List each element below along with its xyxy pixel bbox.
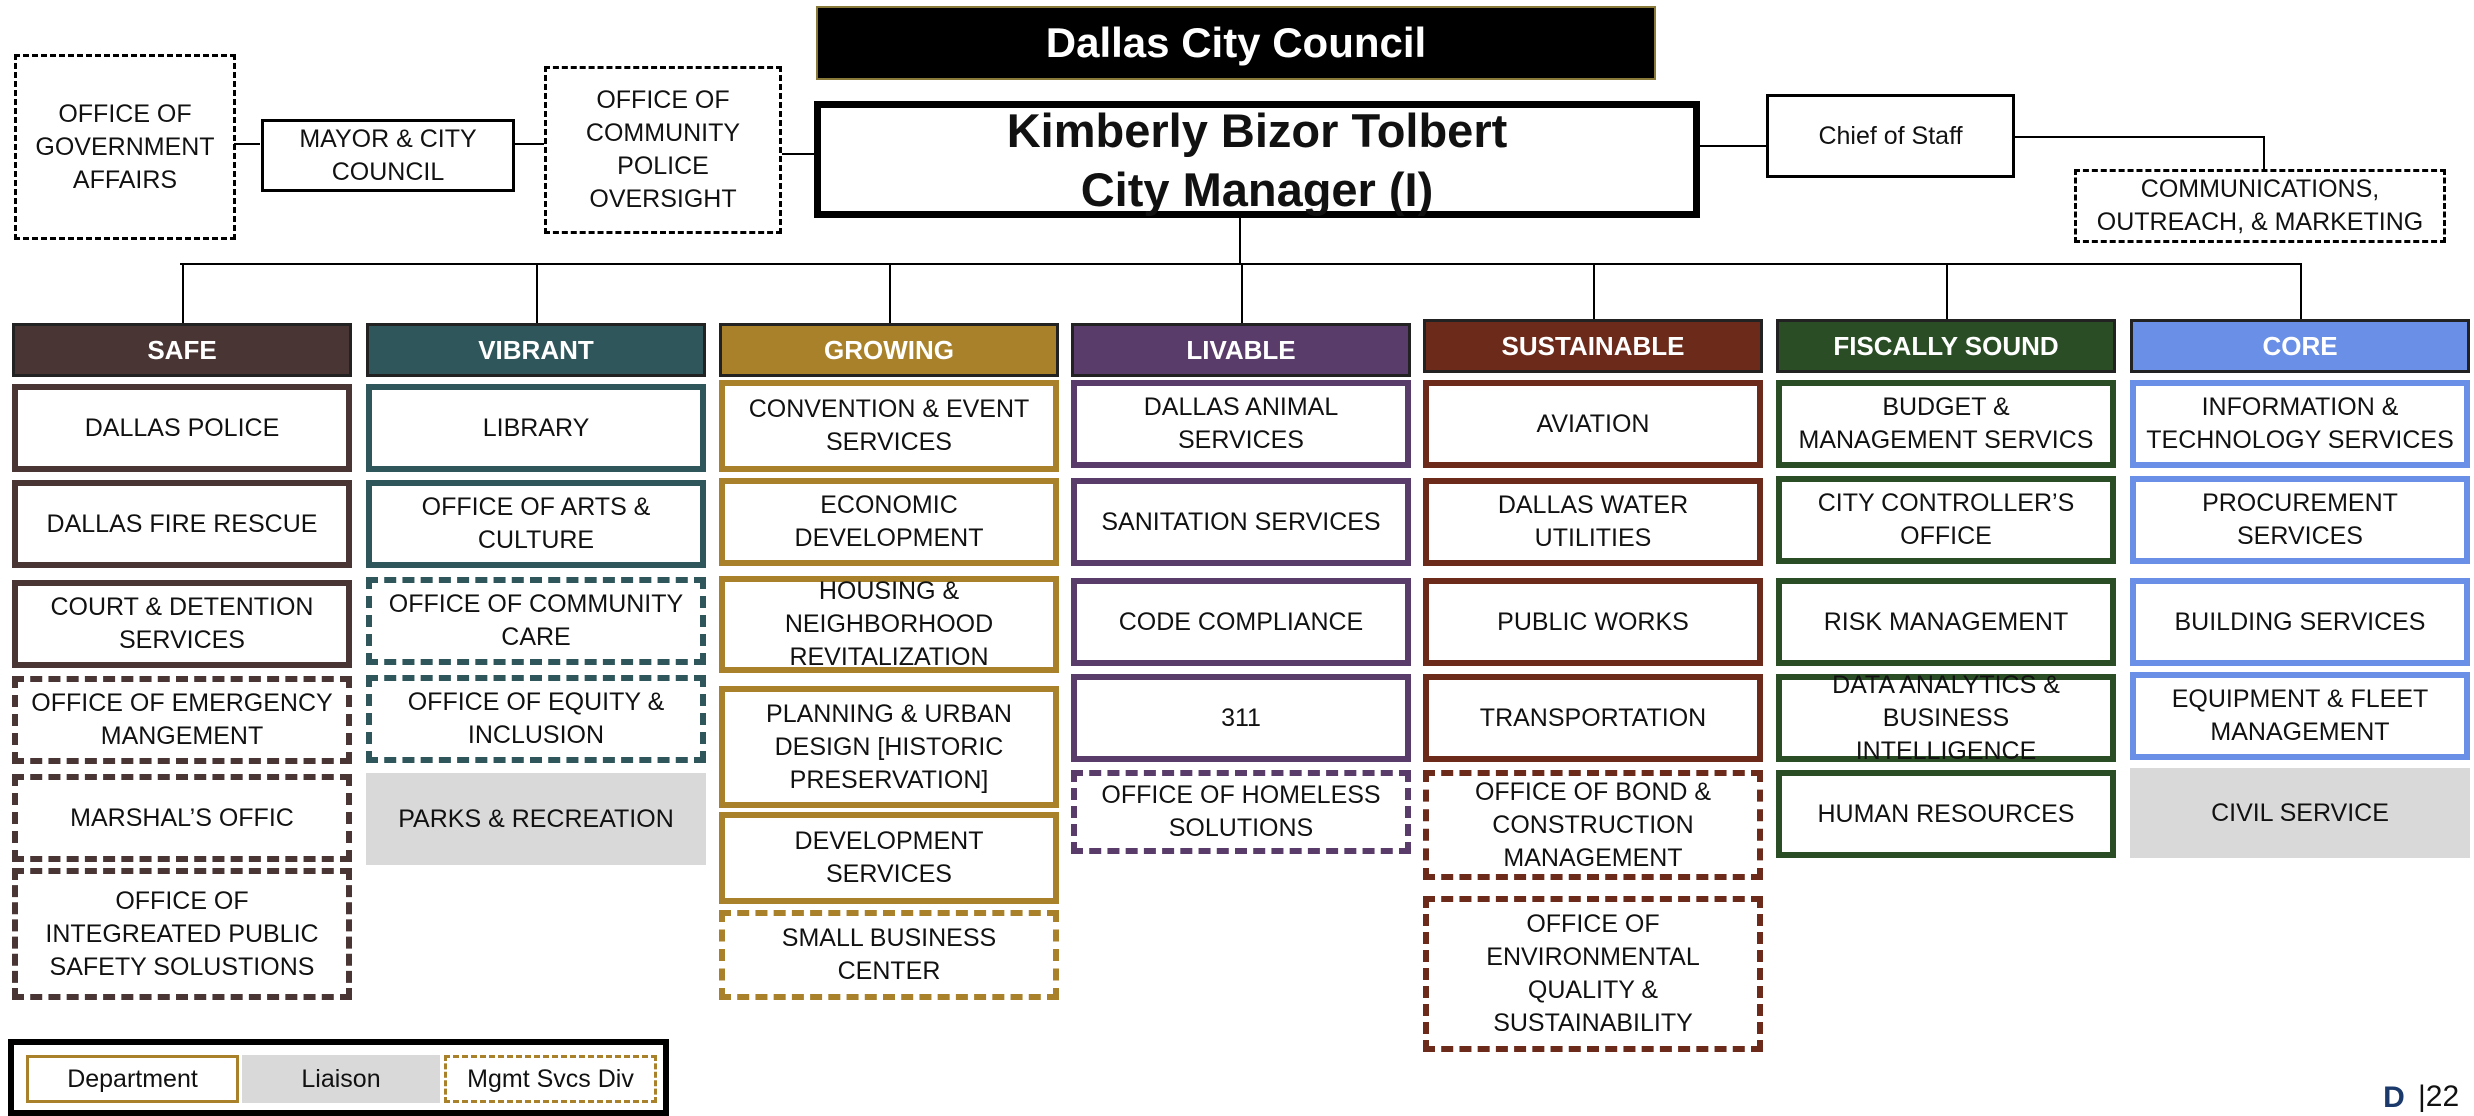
- org-unit-box: MARSHAL’S OFFIC: [12, 774, 352, 862]
- org-unit-box: HOUSING & NEIGHBORHOOD REVITALIZATION: [719, 576, 1059, 673]
- org-unit-box: COURT & DETENTION SERVICES: [12, 580, 352, 668]
- org-unit-box: 311: [1071, 674, 1411, 762]
- office-government-affairs: OFFICE OF GOVERNMENT AFFAIRS: [14, 54, 236, 240]
- city-manager-box: Kimberly Bizor Tolbert City Manager (I): [814, 101, 1700, 218]
- communications-outreach-marketing: COMMUNICATIONS, OUTREACH, & MARKETING: [2074, 169, 2446, 243]
- legend-liaison: Liaison: [242, 1055, 440, 1103]
- org-unit-box: TRANSPORTATION: [1423, 674, 1763, 762]
- connector-line: [514, 143, 544, 145]
- connector-line: [2263, 136, 2265, 170]
- org-unit-box: OFFICE OF INTEGREATED PUBLIC SAFETY SOLU…: [12, 868, 352, 1000]
- org-unit-box: PLANNING & URBAN DESIGN [HISTORIC PRESER…: [719, 686, 1059, 808]
- connector-line: [1946, 263, 1948, 319]
- connector-line: [889, 263, 891, 323]
- legend-department: Department: [26, 1055, 239, 1103]
- org-unit-box: OFFICE OF ARTS & CULTURE: [366, 480, 706, 568]
- connector-line: [1241, 263, 1243, 323]
- chief-of-staff: Chief of Staff: [1766, 94, 2015, 178]
- org-unit-box: RISK MANAGEMENT: [1776, 578, 2116, 666]
- column-header-sustainable: SUSTAINABLE: [1423, 319, 1763, 373]
- connector-line: [536, 263, 538, 323]
- legend: Department Liaison Mgmt Svcs Div: [8, 1039, 669, 1116]
- city-of-dallas-logo: D: [2374, 1080, 2414, 1116]
- org-unit-box: DALLAS FIRE RESCUE: [12, 480, 352, 568]
- org-unit-box: OFFICE OF EQUITY & INCLUSION: [366, 675, 706, 763]
- org-unit-box: OFFICE OF ENVIRONMENTAL QUALITY & SUSTAI…: [1423, 896, 1763, 1052]
- org-unit-box: ECONOMIC DEVELOPMENT: [719, 478, 1059, 566]
- org-unit-box: SMALL BUSINESS CENTER: [719, 910, 1059, 1000]
- manager-title: City Manager (I): [1080, 162, 1434, 216]
- column-header-safe: SAFE: [12, 323, 352, 377]
- org-unit-box: DALLAS POLICE: [12, 384, 352, 472]
- page-number: |22: [2418, 1080, 2460, 1113]
- column-header-vibrant: VIBRANT: [366, 323, 706, 377]
- council-title: Dallas City Council: [816, 6, 1656, 80]
- org-unit-box: BUILDING SERVICES: [2130, 578, 2470, 666]
- org-unit-box: DALLAS ANIMAL SERVICES: [1071, 380, 1411, 468]
- column-header-core: CORE: [2130, 319, 2470, 373]
- connector-line: [182, 263, 184, 323]
- connector-line: [2300, 263, 2302, 319]
- org-unit-box: PARKS & RECREATION: [366, 773, 706, 865]
- org-unit-box: HUMAN RESOURCES: [1776, 770, 2116, 858]
- connector-line: [1593, 263, 1595, 319]
- org-unit-box: PROCUREMENT SERVICES: [2130, 476, 2470, 564]
- org-unit-box: LIBRARY: [366, 384, 706, 472]
- org-unit-box: CODE COMPLIANCE: [1071, 578, 1411, 666]
- column-header-fiscally-sound: FISCALLY SOUND: [1776, 319, 2116, 373]
- connector-line: [1239, 214, 1241, 264]
- legend-mgmt-svcs-div: Mgmt Svcs Div: [444, 1055, 657, 1103]
- office-community-police-oversight: OFFICE OF COMMUNITY POLICE OVERSIGHT: [544, 66, 782, 234]
- org-unit-box: OFFICE OF HOMELESS SOLUTIONS: [1071, 770, 1411, 854]
- logo-mark: D: [2383, 1081, 2405, 1114]
- org-unit-box: SANITATION SERVICES: [1071, 478, 1411, 566]
- org-unit-box: CIVIL SERVICE: [2130, 768, 2470, 858]
- org-unit-box: DEVELOPMENT SERVICES: [719, 812, 1059, 904]
- org-unit-box: OFFICE OF BOND & CONSTRUCTION MANAGEMENT: [1423, 770, 1763, 880]
- manager-name: Kimberly Bizor Tolbert: [1006, 103, 1508, 157]
- connector-line: [2013, 136, 2264, 138]
- org-unit-box: EQUIPMENT & FLEET MANAGEMENT: [2130, 672, 2470, 760]
- org-unit-box: DALLAS WATER UTILITIES: [1423, 478, 1763, 566]
- column-header-livable: LIVABLE: [1071, 323, 1411, 377]
- column-header-growing: GROWING: [719, 323, 1059, 377]
- connector-line: [1698, 145, 1766, 147]
- org-unit-box: OFFICE OF COMMUNITY CARE: [366, 577, 706, 665]
- org-unit-box: AVIATION: [1423, 380, 1763, 468]
- org-unit-box: PUBLIC WORKS: [1423, 578, 1763, 666]
- connector-line: [782, 153, 816, 155]
- org-unit-box: OFFICE OF EMERGENCY MANGEMENT: [12, 676, 352, 764]
- connector-line: [234, 143, 260, 145]
- org-unit-box: BUDGET & MANAGEMENT SERVICS: [1776, 380, 2116, 468]
- mayor-city-council: MAYOR & CITY COUNCIL: [261, 119, 515, 192]
- org-unit-box: DATA ANALYTICS & BUSINESS INTELLIGENCE: [1776, 671, 2116, 765]
- org-unit-box: CONVENTION & EVENT SERVICES: [719, 380, 1059, 472]
- connector-line: [180, 263, 2300, 265]
- org-unit-box: CITY CONTROLLER’S OFFICE: [1776, 476, 2116, 564]
- org-unit-box: INFORMATION & TECHNOLOGY SERVICES: [2130, 380, 2470, 468]
